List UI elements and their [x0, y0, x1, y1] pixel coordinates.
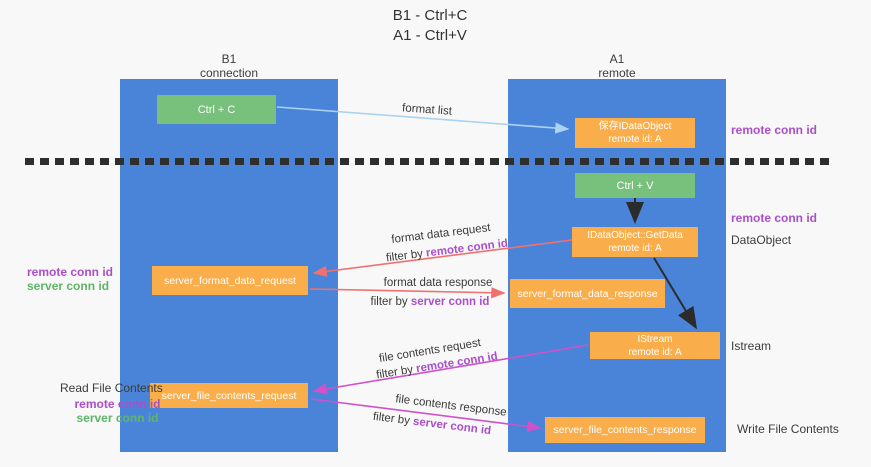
title-line-2: A1 - Ctrl+V	[393, 27, 467, 44]
write-file-contents-label: Write File Contents	[737, 422, 839, 436]
ctrl-c-box: Ctrl + C	[157, 95, 276, 124]
right-column-role: remote	[598, 66, 636, 80]
getdata-label: IDataObject::GetData	[587, 230, 683, 241]
istream-remote-id: remote id: A	[628, 346, 682, 358]
server-file-contents-response-box: server_file_contents_response	[545, 417, 705, 443]
left-column-role: connection	[199, 66, 259, 80]
right-remote-conn-id-mid: remote conn id	[731, 211, 818, 225]
read-file-contents-label: Read File Contents	[60, 381, 163, 395]
format-data-response-arrow	[309, 287, 506, 299]
left-bottom-remote-conn-id: remote conn id	[74, 397, 161, 411]
left-column-header: B1 connection	[169, 52, 289, 80]
server-file-contents-request-box: server_file_contents_request	[150, 383, 308, 408]
diagram-title: B1 - Ctrl+C A1 - Ctrl+V	[330, 6, 530, 46]
left-bottom-conn-id-block: remote conn id server conn id	[60, 397, 175, 425]
filter-by-text: filter by	[370, 296, 411, 308]
format-list-arrow	[276, 106, 570, 134]
istream-side-label: Istream	[731, 339, 772, 353]
left-column-name: B1	[221, 52, 237, 66]
server-conn-id-text: server conn id	[410, 296, 490, 308]
left-remote-conn-id: remote conn id	[27, 265, 114, 279]
left-server-conn-id: server conn id	[27, 279, 110, 293]
file-contents-request-arrow	[312, 344, 589, 395]
phase-divider-dashed-line	[25, 158, 833, 165]
getdata-to-istream-arrow	[653, 257, 698, 330]
left-conn-id-block: remote conn id server conn id	[27, 265, 113, 293]
format-data-response-label: format data response	[383, 277, 493, 289]
ctrl-c-label: Ctrl + C	[197, 103, 236, 116]
save-idataobject-remote-id: remote id: A	[608, 134, 662, 145]
save-idataobject-label: 保存IDataObject	[598, 121, 672, 132]
getdata-box: IDataObject::GetData remote id: A	[572, 227, 698, 257]
file-contents-response-arrow	[310, 398, 542, 432]
istream-box: IStream remote id: A	[590, 332, 720, 359]
save-idataobject-box: 保存IDataObject remote id: A	[575, 118, 695, 148]
server-format-data-response-box: server_format_data_response	[510, 279, 665, 308]
title-line-1: B1 - Ctrl+C	[392, 7, 468, 24]
right-remote-conn-id-top: remote conn id	[731, 123, 818, 137]
right-column-header: A1 remote	[557, 52, 677, 80]
server-format-data-response-label: server_format_data_response	[517, 287, 658, 300]
format-data-response-filter-label: filter by server conn id	[371, 296, 490, 308]
left-bottom-server-conn-id: server conn id	[76, 411, 159, 425]
format-data-request-arrow	[312, 239, 573, 277]
getdata-remote-id: remote id: A	[608, 243, 662, 254]
ctrl-v-label: Ctrl + V	[616, 179, 654, 192]
server-format-data-request-label: server_format_data_request	[164, 274, 296, 287]
server-format-data-request-box: server_format_data_request	[152, 266, 308, 295]
right-column-name: A1	[609, 52, 625, 66]
dataobject-label: DataObject	[731, 233, 792, 247]
server-file-contents-response-label: server_file_contents_response	[553, 424, 697, 436]
istream-label: IStream	[637, 333, 673, 345]
server-file-contents-request-label: server_file_contents_request	[161, 389, 297, 402]
ctrl-v-box: Ctrl + V	[575, 173, 695, 198]
